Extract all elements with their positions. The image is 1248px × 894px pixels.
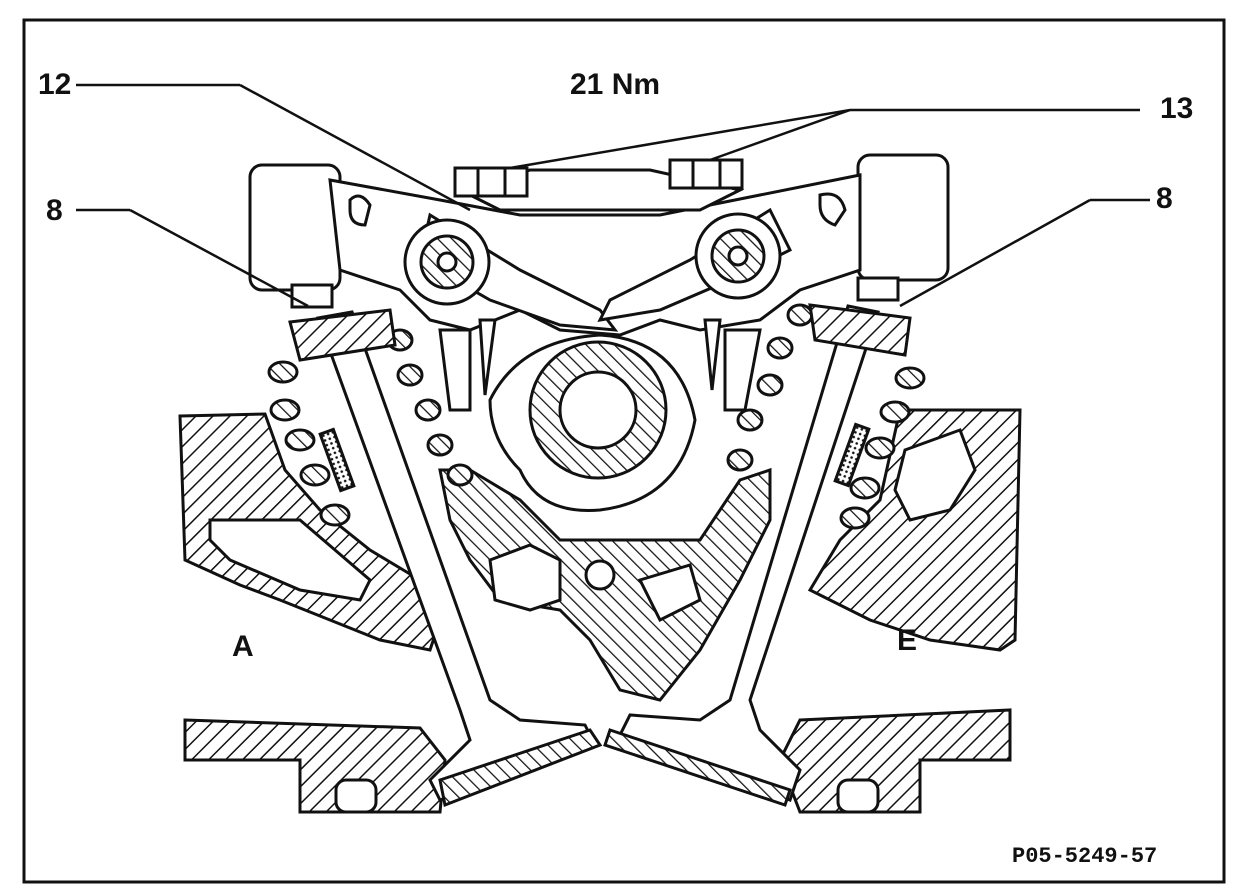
exhaust-valve — [315, 310, 603, 808]
callout-13: 13 — [1160, 92, 1194, 125]
bolts — [453, 158, 744, 198]
valve-springs — [267, 303, 926, 530]
torque-label: 21 Nm — [570, 68, 661, 101]
diagram-border — [22, 18, 1226, 884]
intake-valve — [603, 304, 880, 807]
side-e-label: E — [897, 624, 918, 657]
spring-retainers — [288, 303, 912, 362]
leader-lines — [76, 83, 1150, 308]
callout-12: 12 — [38, 68, 72, 101]
figure-code: P05-5249-57 — [1012, 844, 1158, 869]
camshaft — [488, 333, 697, 512]
callout-8-right: 8 — [1156, 182, 1173, 215]
head-casting — [178, 408, 1022, 814]
callout-8-left: 8 — [46, 194, 63, 227]
side-a-label: A — [232, 630, 254, 663]
